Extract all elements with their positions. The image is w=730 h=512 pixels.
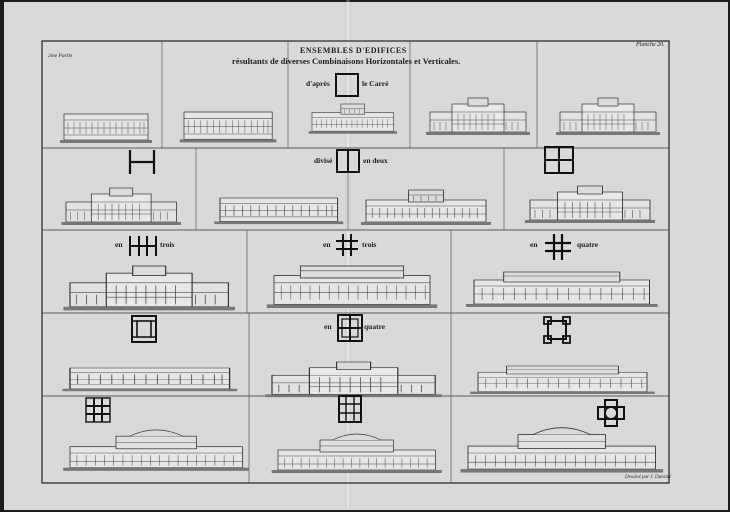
plan-h-icon	[128, 148, 156, 176]
plan-quad-icon	[544, 146, 574, 174]
label-en-deux: en deux	[363, 156, 388, 165]
plan-tictac-icon	[85, 397, 111, 423]
part-label: 2me Partie	[48, 53, 73, 59]
plan-hash-icon	[543, 232, 573, 262]
label-en-2: en	[323, 240, 331, 249]
plan-quad2-icon	[337, 314, 363, 342]
label-en-1: en	[115, 240, 123, 249]
center-fold	[345, 0, 351, 508]
plan-cross-icon	[543, 316, 571, 344]
label-trois-1: trois	[160, 240, 175, 249]
plan-trois-icon	[129, 235, 157, 257]
plate-number: Planche 20.	[636, 42, 665, 48]
engraver-credit: Dessiné par J. Durand	[625, 475, 671, 480]
label-quatre-1: quatre	[577, 240, 599, 249]
plan-grid4-icon	[338, 395, 362, 423]
plate-subtitle: résultants de diverses Combinaisons Hori…	[232, 56, 461, 66]
label-quatre-2: quatre	[364, 322, 386, 331]
plan-frame-icon	[131, 315, 157, 343]
label-le-carre: le Carré	[362, 79, 389, 88]
label-en-4: en	[324, 322, 332, 331]
row1-elevations	[59, 97, 661, 144]
plan-square-icon	[335, 73, 359, 97]
label-dapres: d'après	[306, 79, 330, 88]
label-en-3: en	[530, 240, 538, 249]
label-divise: divisé	[314, 156, 333, 165]
label-trois-2: trois	[362, 240, 377, 249]
row2-elevations	[60, 185, 656, 226]
row5-elevations	[62, 427, 664, 474]
plate-title: ENSEMBLES D'EDIFICES	[300, 46, 407, 55]
plan-split-icon	[336, 149, 360, 173]
row4-elevations	[61, 361, 656, 398]
plan-round-icon	[597, 399, 625, 427]
plan-grid-icon	[335, 233, 359, 257]
row3-elevations	[62, 265, 659, 312]
